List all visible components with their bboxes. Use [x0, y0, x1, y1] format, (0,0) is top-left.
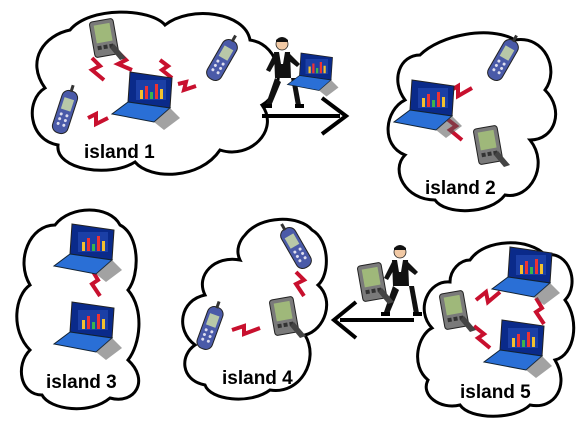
- pda-icon: [356, 261, 395, 305]
- island-1: island 1: [30, 10, 280, 176]
- arrow-left-icon: [330, 300, 414, 340]
- island-3-label: island 3: [46, 372, 117, 393]
- island-1-label: island 1: [84, 142, 155, 163]
- island-4-cloud: [181, 217, 329, 401]
- island-3-links: [89, 268, 102, 298]
- island-3: island 3: [15, 208, 141, 411]
- island-5-links: [472, 288, 546, 350]
- migration-5-to-4: [330, 244, 423, 340]
- island-5-label: island 5: [460, 382, 531, 403]
- island-2-label: island 2: [425, 178, 496, 199]
- island-5: island 5: [416, 241, 576, 418]
- island-2-cloud: [386, 31, 558, 213]
- island-4: island 4: [181, 217, 329, 401]
- walking-person-icon: [380, 244, 423, 317]
- arrow-right-icon: [262, 96, 350, 136]
- island-4-links: [231, 270, 308, 337]
- migration-1-to-2: [262, 36, 350, 136]
- island-2: island 2: [386, 31, 558, 213]
- island-4-label: island 4: [222, 368, 293, 389]
